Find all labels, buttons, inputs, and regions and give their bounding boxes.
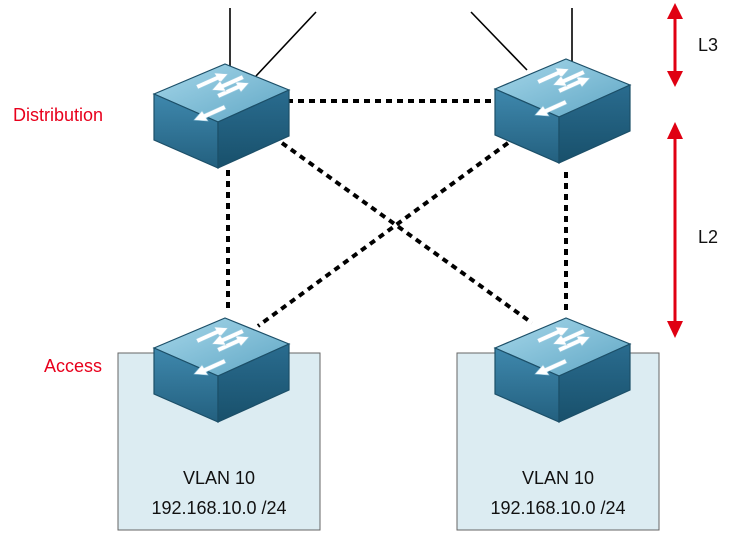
l2-links (226, 99, 568, 328)
switch-distribution-right[interactable] (494, 58, 631, 164)
access-label: Access (44, 356, 102, 376)
subnet-label-right: 192.168.10.0 /24 (490, 498, 625, 518)
l2-arrow (667, 122, 683, 338)
link-dist-right-access-left (256, 141, 510, 328)
vlan-label-left: VLAN 10 (183, 468, 255, 488)
distribution-label: Distribution (13, 105, 103, 125)
uplink-lines (229, 8, 573, 77)
link-dist-left-access-right (280, 141, 534, 325)
l3-arrow (667, 3, 683, 87)
subnet-label-left: 192.168.10.0 /24 (151, 498, 286, 518)
l2-label: L2 (698, 227, 718, 247)
l3-label: L3 (698, 35, 718, 55)
vlan-label-right: VLAN 10 (522, 468, 594, 488)
switch-distribution-left[interactable] (153, 63, 290, 169)
